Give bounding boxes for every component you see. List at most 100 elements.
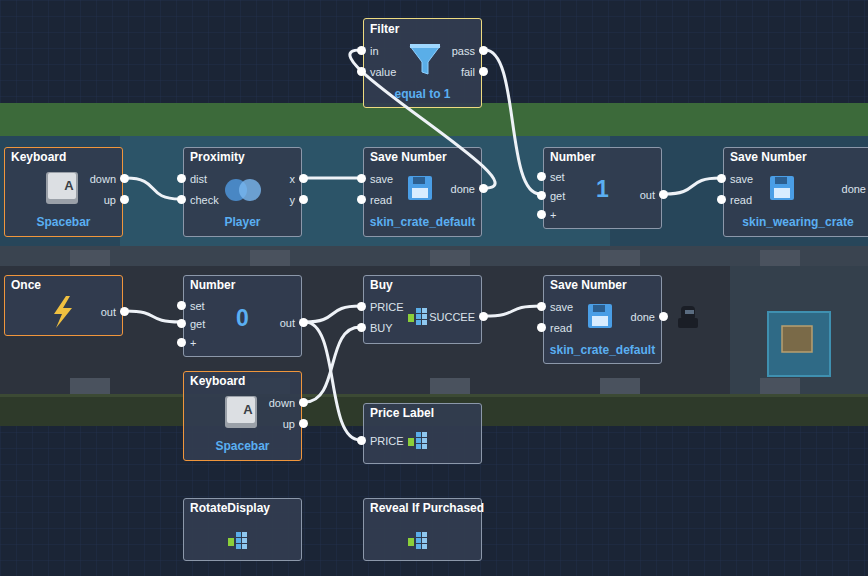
wire — [126, 311, 180, 322]
block-icon — [228, 308, 427, 549]
port-dot — [357, 46, 366, 55]
output-port-label: up — [283, 416, 295, 432]
port-dot — [177, 174, 186, 183]
node-parameter: skin_crate_default — [364, 214, 481, 230]
key-letter: A — [59, 178, 79, 194]
floppy-label — [412, 177, 790, 326]
wire — [485, 306, 540, 316]
output-port-label: x — [290, 171, 296, 187]
port-dot — [479, 184, 488, 193]
node-title: Buy — [370, 277, 393, 293]
port-dot — [537, 210, 546, 219]
input-port-label: set — [550, 169, 565, 185]
port-dot — [120, 195, 129, 204]
port-dot — [177, 319, 186, 328]
input-port-label: in — [370, 43, 379, 59]
wire — [665, 178, 720, 194]
wire-path — [126, 178, 180, 199]
output-port-label: out — [640, 187, 655, 203]
port-dot — [357, 67, 366, 76]
output-port-label: done — [842, 181, 866, 197]
port-dot — [659, 312, 668, 321]
once-node: Onceout — [4, 275, 123, 336]
node-title: Save Number — [370, 149, 447, 165]
output-port-label: pass — [452, 43, 475, 59]
buy-node: BuyPRICEBUYSUCCEE — [363, 275, 482, 344]
port-dot — [177, 301, 186, 310]
filter-node: Filterinvaluepassfailequal to 1 — [363, 18, 482, 108]
output-port-label: down — [90, 171, 116, 187]
node-title: Number — [190, 277, 235, 293]
port-dot — [120, 307, 129, 316]
output-port-label: SUCCEE — [429, 309, 475, 325]
floppy-icon — [408, 176, 794, 328]
output-port-label: up — [104, 192, 116, 208]
port-dot — [537, 302, 546, 311]
number-node: Numbersetget+0out — [183, 275, 302, 357]
input-port-label: get — [550, 188, 565, 204]
proximity-node: Proximity dist check xyPlayer — [183, 147, 302, 237]
input-port-label: dist — [190, 171, 207, 187]
node-parameter: Spacebar — [5, 214, 122, 230]
port-dot — [537, 191, 546, 200]
input-port-label: check — [190, 192, 219, 208]
wire-path — [305, 306, 360, 322]
number-node: Numbersetget+1out — [543, 147, 662, 229]
save-number-node: Save Numbersavereaddoneskin_wearing_crat… — [723, 147, 868, 237]
wire — [305, 322, 360, 440]
node-parameter: Player — [184, 214, 301, 230]
port-dot — [177, 338, 186, 347]
node-title: Price Label — [370, 405, 434, 421]
port-dot — [717, 195, 726, 204]
wire — [305, 178, 360, 179]
input-port-label: + — [550, 207, 556, 223]
proximity-icon — [225, 179, 261, 201]
port-dot — [357, 174, 366, 183]
node-title: Save Number — [730, 149, 807, 165]
wire-path — [305, 177, 360, 180]
port-dot — [537, 172, 546, 181]
node-title: Keyboard — [190, 373, 245, 389]
input-port-label: PRICE — [370, 299, 404, 315]
port-dot — [357, 436, 366, 445]
port-dot — [299, 398, 308, 407]
port-dot — [479, 46, 488, 55]
price-label-node: Price LabelPRICE — [363, 403, 482, 464]
node-parameter: skin_wearing_crate — [724, 214, 868, 230]
output-port-label: y — [290, 192, 296, 208]
input-port-label: get — [190, 316, 205, 332]
save-number-node: Save Numbersavereaddoneskin_crate_defaul… — [363, 147, 482, 237]
wire — [126, 178, 180, 199]
node-title: Proximity — [190, 149, 245, 165]
output-port-label: done — [451, 181, 475, 197]
wire — [485, 50, 540, 194]
node-parameter: skin_crate_default — [544, 342, 661, 358]
wire-path — [350, 50, 495, 188]
output-port-label: fail — [461, 64, 475, 80]
input-port-label: value — [370, 64, 396, 80]
port-dot — [717, 174, 726, 183]
wire — [350, 50, 495, 188]
port-dot — [537, 323, 546, 332]
node-title: Reveal If Purchased — [370, 500, 484, 516]
key-letter: A — [238, 402, 258, 418]
output-port-label: out — [280, 315, 295, 331]
input-port-label: + — [190, 335, 196, 351]
input-port-label: read — [550, 320, 572, 336]
lightning-icon — [54, 296, 72, 328]
port-dot — [120, 174, 129, 183]
input-port-label: set — [190, 298, 205, 314]
port-dot — [177, 195, 186, 204]
key-icon — [46, 172, 257, 428]
wire-path — [665, 178, 720, 194]
port-dot — [299, 174, 308, 183]
input-port-label: PRICE — [370, 433, 404, 449]
port-dot — [479, 67, 488, 76]
input-port-label: save — [730, 171, 753, 187]
wire-path — [485, 306, 540, 316]
keyboard-node: KeyboarddownupASpacebar — [4, 147, 123, 237]
node-parameter: Spacebar — [184, 438, 301, 454]
input-port-label: read — [370, 192, 392, 208]
node-title: Number — [550, 149, 595, 165]
